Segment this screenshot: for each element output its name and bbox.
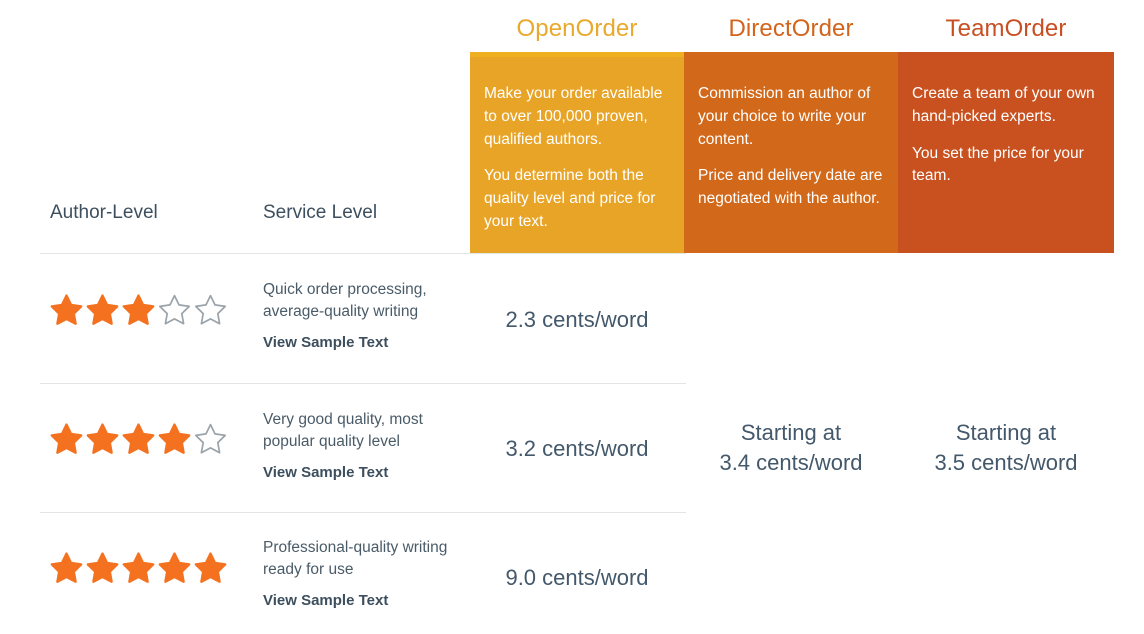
star-filled-icon (122, 294, 155, 325)
star-filled-icon (86, 552, 119, 583)
view-sample-text-link[interactable]: View Sample Text (263, 592, 389, 609)
plan-accent-bar-openorder (470, 52, 684, 57)
price-directorder: Starting at 3.4 cents/word (719, 420, 863, 475)
plan-title-directorder: DirectOrder (728, 15, 854, 42)
price-teamorder: Starting at 3.5 cents/word (934, 420, 1078, 475)
plan-accent-bar-directorder (684, 52, 898, 57)
view-sample-text-link[interactable]: View Sample Text (263, 464, 389, 481)
price-openorder: 3.2 cents/word (505, 436, 649, 461)
column-header-author-level: Author-Level (50, 202, 158, 223)
star-filled-icon (50, 294, 83, 325)
star-empty-icon (194, 294, 227, 325)
star-filled-icon (158, 423, 191, 454)
service-description: Very good quality, most popular quality … (263, 411, 423, 450)
service-level-cell: Quick order processing, average-quality … (263, 279, 463, 352)
star-filled-icon (194, 552, 227, 583)
service-description: Professional-quality writing ready for u… (263, 539, 448, 578)
plan-panel-teamorder: Create a team of your own hand-picked ex… (898, 57, 1114, 253)
row-divider (40, 512, 686, 513)
star-rating (50, 293, 227, 326)
plan-title-openorder: OpenOrder (516, 15, 638, 42)
star-filled-icon (122, 423, 155, 454)
star-filled-icon (158, 552, 191, 583)
star-rating (50, 422, 227, 455)
row-divider (40, 253, 686, 254)
price-openorder: 2.3 cents/word (505, 307, 649, 332)
star-empty-icon (194, 423, 227, 454)
plan-accent-bar-teamorder (898, 52, 1114, 57)
plan-panel-directorder: Commission an author of your choice to w… (684, 57, 898, 253)
plan-panel-openorder: Make your order available to over 100,00… (470, 57, 684, 253)
row-divider (40, 383, 686, 384)
star-filled-icon (50, 552, 83, 583)
star-empty-icon (158, 294, 191, 325)
plan-panel-paragraph: You determine both the quality level and… (484, 167, 656, 230)
plan-panel-paragraph: You set the price for your team. (912, 144, 1084, 185)
plan-panel-paragraph: Commission an author of your choice to w… (698, 85, 871, 148)
plan-panel-paragraph: Price and delivery date are negotiated w… (698, 167, 883, 208)
service-description: Quick order processing, average-quality … (263, 281, 427, 320)
star-rating (50, 551, 227, 584)
star-filled-icon (122, 552, 155, 583)
price-openorder: 9.0 cents/word (505, 565, 649, 590)
service-level-cell: Very good quality, most popular quality … (263, 409, 463, 482)
plan-panel-paragraph: Make your order available to over 100,00… (484, 85, 663, 148)
star-filled-icon (86, 423, 119, 454)
plan-panel-paragraph: Create a team of your own hand-picked ex… (912, 85, 1095, 125)
star-filled-icon (50, 423, 83, 454)
column-header-service-level: Service Level (263, 202, 378, 223)
service-level-cell: Professional-quality writing ready for u… (263, 537, 463, 610)
star-filled-icon (86, 294, 119, 325)
view-sample-text-link[interactable]: View Sample Text (263, 334, 389, 351)
plan-title-teamorder: TeamOrder (945, 15, 1067, 42)
